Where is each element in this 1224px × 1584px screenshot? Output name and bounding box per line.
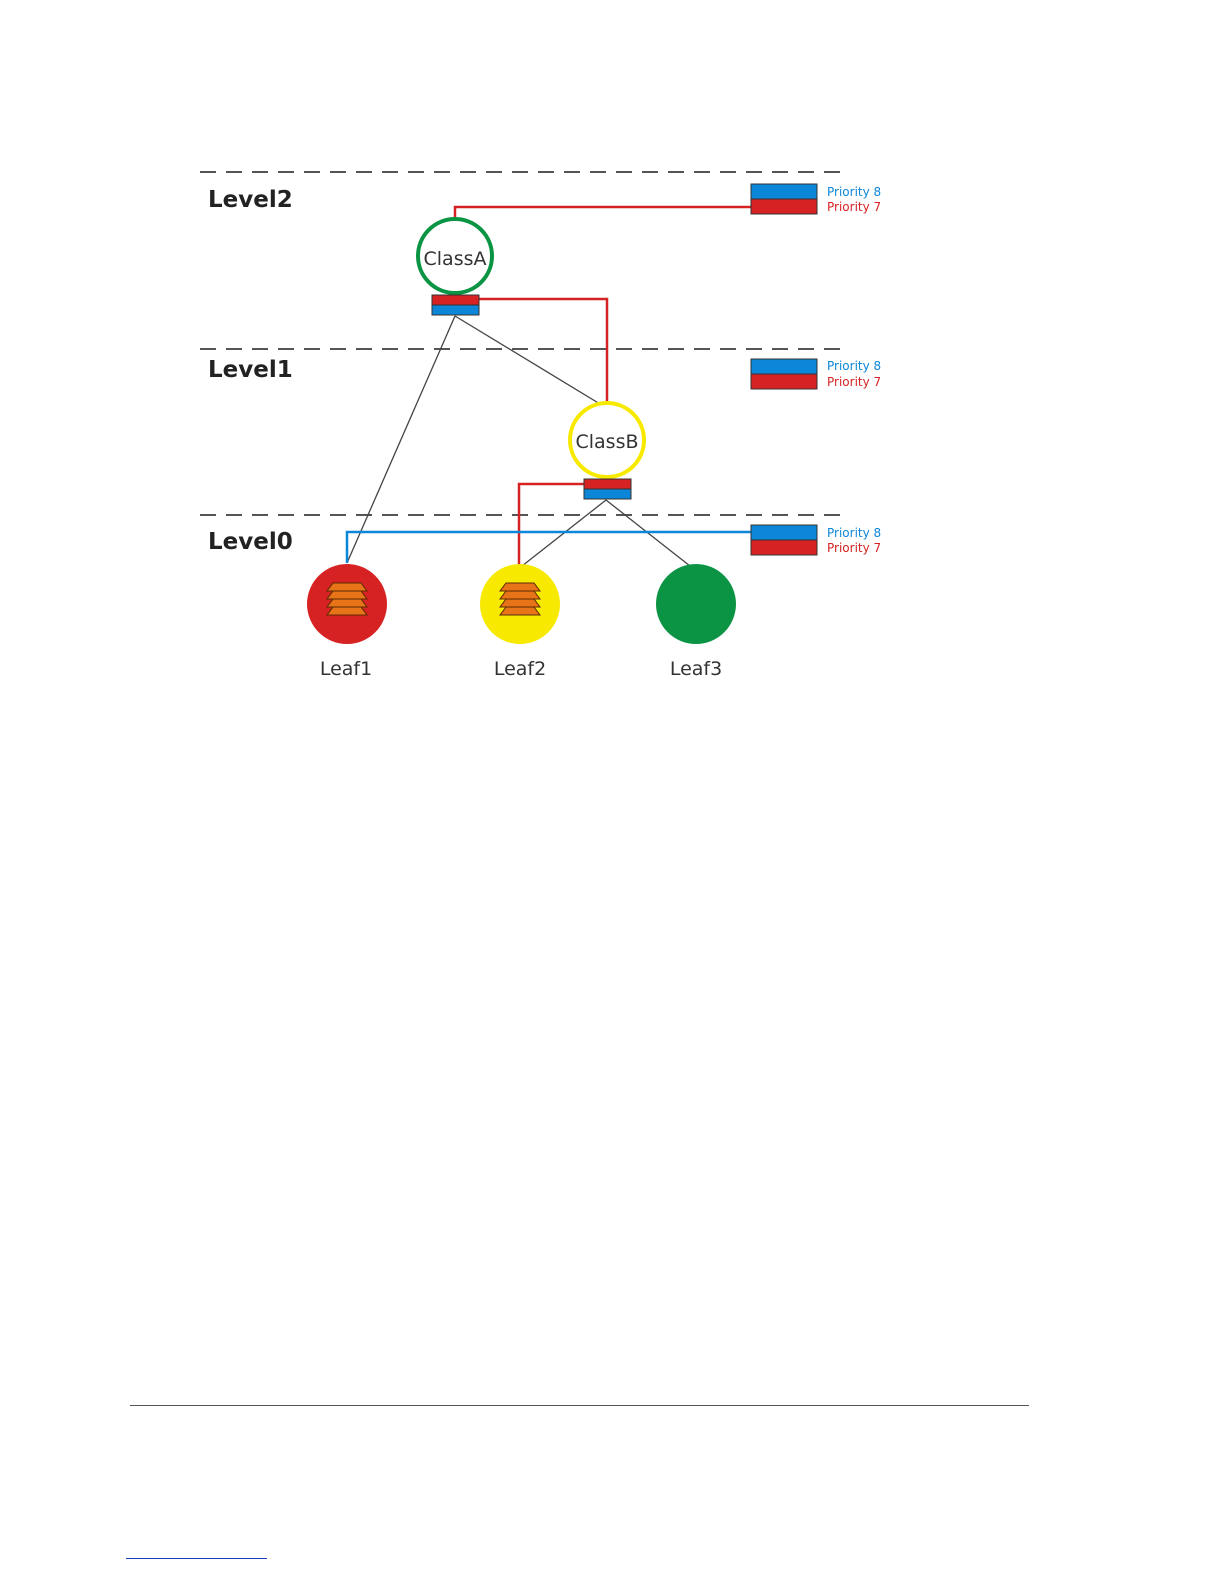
level0-label: Level0 — [208, 529, 293, 555]
class-a-queue — [432, 295, 479, 315]
footer-separator — [130, 1405, 1029, 1406]
legend-level1-priority7: Priority 7 — [827, 375, 881, 389]
link-classa-leaf1 — [347, 316, 455, 563]
leaf3-circle — [656, 564, 736, 644]
leaf3-node: Leaf3 — [656, 564, 736, 680]
red-path-level2 — [455, 207, 751, 218]
legend-level0-red — [751, 540, 817, 555]
priority-legend-level1: Priority 8 Priority 7 — [751, 359, 881, 389]
legend-level2-red — [751, 199, 817, 214]
footnote-link-underline — [126, 1558, 267, 1559]
level2-label: Level2 — [208, 187, 293, 213]
class-a-queue-red — [432, 295, 479, 305]
link-classa-classb — [455, 316, 600, 404]
leaf3-label: Leaf3 — [670, 658, 722, 680]
class-b-node: ClassB — [570, 403, 644, 477]
level1-label: Level1 — [208, 357, 293, 383]
class-a-node: ClassA — [418, 219, 492, 293]
class-b-label: ClassB — [575, 431, 638, 453]
legend-level2-blue — [751, 184, 817, 199]
priority-legend-level2: Priority 8 Priority 7 — [751, 184, 881, 214]
legend-level0-blue — [751, 525, 817, 540]
class-b-queue-blue — [584, 489, 631, 499]
red-path-classa-classb — [479, 299, 607, 403]
leaf1-label: Leaf1 — [320, 658, 372, 680]
class-b-queue — [584, 479, 631, 499]
legend-level1-priority8: Priority 8 — [827, 359, 881, 373]
class-a-label: ClassA — [424, 248, 487, 270]
class-a-queue-blue — [432, 305, 479, 315]
leaf1-queue-stack-icon — [327, 583, 367, 615]
legend-level1-red — [751, 374, 817, 389]
legend-level1-blue — [751, 359, 817, 374]
leaf2-label: Leaf2 — [494, 658, 546, 680]
legend-level2-priority8: Priority 8 — [827, 185, 881, 199]
leaf1-node: Leaf1 — [307, 564, 387, 680]
class-b-queue-red — [584, 479, 631, 489]
legend-level2-priority7: Priority 7 — [827, 200, 881, 214]
legend-level0-priority8: Priority 8 — [827, 526, 881, 540]
priority-legend-level0: Priority 8 Priority 7 — [751, 525, 881, 555]
blue-path-level0 — [347, 532, 751, 563]
leaf2-node: Leaf2 — [480, 564, 560, 680]
leaf2-queue-stack-icon — [500, 583, 540, 615]
legend-level0-priority7: Priority 7 — [827, 541, 881, 555]
